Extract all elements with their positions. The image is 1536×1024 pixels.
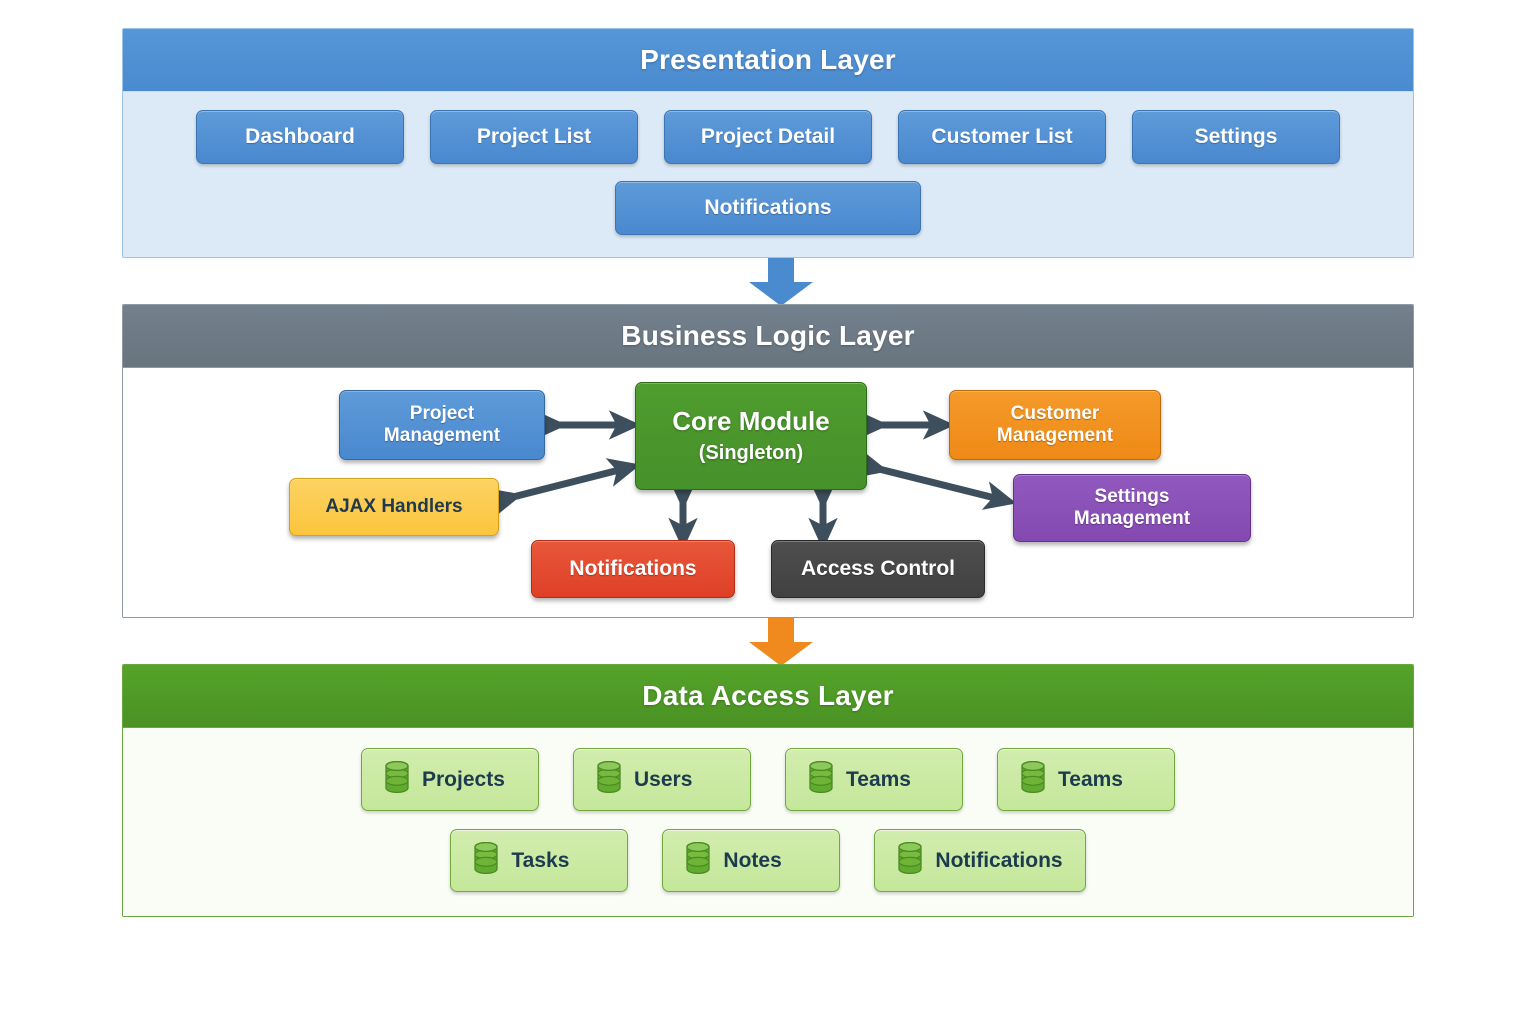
node-ajax-handlers[interactable]: AJAX Handlers (289, 478, 499, 536)
database-icon (897, 841, 923, 879)
connector-ajax-core (487, 458, 641, 517)
node-project-management-line2: Management (383, 425, 501, 446)
node-core-module[interactable]: Core Module (Singleton) (635, 382, 867, 490)
connector-core-settings (853, 449, 1017, 510)
database-icon (685, 841, 711, 879)
node-access-control[interactable]: Access Control (771, 540, 985, 598)
node-settings-management-line1: Settings (1094, 486, 1170, 508)
data-store-notifications[interactable]: Notifications (874, 829, 1086, 892)
database-icon (384, 760, 410, 798)
node-settings-management[interactable]: Settings Management (1013, 474, 1251, 542)
database-icon (1020, 760, 1046, 798)
data-access-layer-title: Data Access Layer (123, 665, 1413, 727)
node-core-module-subtitle: (Singleton) (698, 442, 804, 465)
data-store-label: Projects (422, 767, 505, 791)
node-core-module-title: Core Module (672, 405, 830, 436)
database-icon (808, 760, 834, 798)
node-customer-management-line2: Management (996, 425, 1114, 446)
arrow-shaft (768, 258, 794, 284)
data-store-tasks[interactable]: Tasks (450, 829, 629, 892)
data-store-users[interactable]: Users (573, 748, 751, 811)
data-row-2: Tasks Notes (123, 829, 1413, 892)
node-project-management[interactable]: Project Management (339, 390, 545, 460)
data-store-teams-1[interactable]: Teams (785, 748, 963, 811)
data-store-label: Tasks (511, 848, 570, 872)
presentation-item-settings[interactable]: Settings (1132, 110, 1340, 164)
presentation-item-customer-list[interactable]: Customer List (898, 110, 1106, 164)
data-store-notes[interactable]: Notes (662, 829, 841, 892)
presentation-item-project-list[interactable]: Project List (430, 110, 638, 164)
presentation-row-1: Dashboard Project List Project Detail Cu… (123, 110, 1413, 164)
presentation-layer-body: Dashboard Project List Project Detail Cu… (123, 91, 1413, 257)
node-customer-management-line1: Customer (1010, 403, 1100, 425)
data-store-label: Users (634, 767, 693, 791)
data-store-label: Teams (1058, 767, 1123, 791)
data-store-label: Notes (723, 848, 782, 872)
arrow-head (749, 282, 813, 306)
presentation-row-2: Notifications (123, 181, 1413, 235)
business-logic-layer-title: Business Logic Layer (123, 305, 1413, 367)
architecture-diagram: Presentation Layer Dashboard Project Lis… (122, 28, 1414, 917)
node-settings-management-line2: Management (1073, 508, 1191, 529)
node-project-management-line1: Project (409, 403, 475, 425)
node-notifications[interactable]: Notifications (531, 540, 735, 598)
presentation-layer-title: Presentation Layer (123, 29, 1413, 91)
data-row-1: Projects Users (123, 748, 1413, 811)
presentation-item-notifications[interactable]: Notifications (615, 181, 921, 235)
presentation-layer: Presentation Layer Dashboard Project Lis… (122, 28, 1414, 258)
data-access-layer: Data Access Layer Projects (122, 664, 1414, 917)
down-arrow-icon-presentation-to-business (122, 258, 1414, 306)
data-store-label: Notifications (935, 848, 1063, 872)
data-store-projects[interactable]: Projects (361, 748, 539, 811)
presentation-item-project-detail[interactable]: Project Detail (664, 110, 872, 164)
data-access-layer-body: Projects Users (123, 727, 1413, 916)
down-arrow-icon-business-to-data (122, 618, 1414, 666)
arrow-shaft (768, 618, 794, 644)
node-customer-management[interactable]: Customer Management (949, 390, 1161, 460)
presentation-item-dashboard[interactable]: Dashboard (196, 110, 404, 164)
business-logic-layer-body: Project Management Core Module (Singleto… (123, 367, 1413, 617)
business-logic-layer: Business Logic Layer (122, 304, 1414, 618)
database-icon (473, 841, 499, 879)
data-store-teams-2[interactable]: Teams (997, 748, 1175, 811)
arrow-head (749, 642, 813, 666)
data-store-label: Teams (846, 767, 911, 791)
database-icon (596, 760, 622, 798)
